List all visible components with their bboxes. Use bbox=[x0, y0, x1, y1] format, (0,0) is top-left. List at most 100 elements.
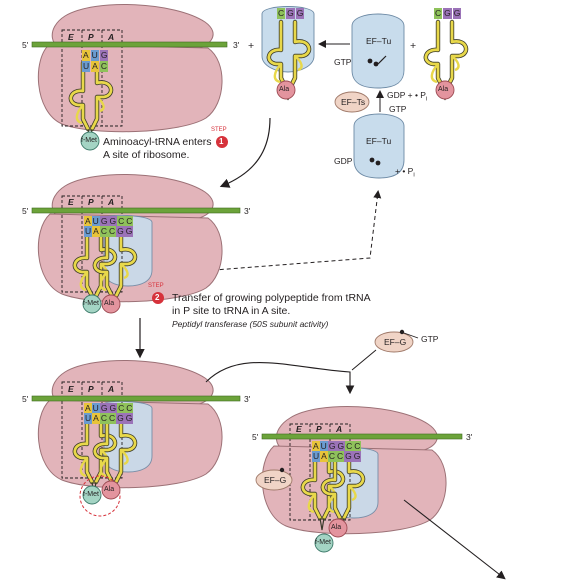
ef-tu-label-gdp: EF–Tu bbox=[366, 136, 392, 146]
anticodon-base: G bbox=[344, 451, 353, 462]
anticodon-base: A bbox=[92, 413, 100, 424]
free-trna-anticodon-1: C G G bbox=[277, 8, 305, 19]
large-subunit bbox=[51, 4, 214, 53]
step-2-number: 2 bbox=[155, 293, 160, 302]
gdp-pi-text: GDP + • P bbox=[387, 90, 426, 100]
codon-base: G bbox=[99, 216, 109, 227]
anticodon-base: G bbox=[443, 8, 452, 19]
small-subunit bbox=[37, 43, 223, 133]
pi-text: + • P bbox=[395, 166, 414, 176]
gtp-label-ef-g: GTP bbox=[421, 334, 439, 344]
codon-base: U bbox=[91, 403, 100, 414]
step-2-note: Peptidyl transferase (50S subunit activi… bbox=[172, 319, 329, 329]
mrna-3-prime-label-4: 3' bbox=[466, 432, 473, 442]
anticodon-base: A bbox=[91, 61, 99, 72]
anticodon-base: U bbox=[312, 451, 321, 462]
mrna-strand bbox=[31, 41, 228, 48]
ef-ts-shape bbox=[334, 91, 370, 113]
mrna-codon-row-1: A U G bbox=[82, 50, 109, 61]
ef-ts-label: EF–Ts bbox=[341, 97, 366, 107]
codon-base: U bbox=[319, 441, 328, 452]
fmet-label-3: f-Met bbox=[83, 491, 99, 498]
arrow-ef-tu-recycle bbox=[149, 190, 382, 276]
ala-label-4: Ala bbox=[331, 524, 342, 531]
anticodon-base: C bbox=[327, 451, 336, 462]
mrna-5-prime-label-2: 5' bbox=[22, 206, 29, 216]
anticodon-base: U bbox=[84, 226, 93, 237]
arrow-step-1 bbox=[219, 117, 271, 188]
free-aminoacyl-trna bbox=[426, 22, 466, 100]
ef-g-label-bound: EF–G bbox=[264, 475, 287, 485]
codon-base: G bbox=[336, 441, 346, 452]
fmet-residue bbox=[80, 131, 100, 151]
anticodon-base: C bbox=[277, 8, 286, 19]
plus-sign-1: + bbox=[248, 40, 255, 52]
anticodon-base: C bbox=[107, 226, 117, 237]
ef-tu-gtp-shape bbox=[351, 13, 405, 89]
anticodon-base: G bbox=[124, 226, 134, 237]
ef-tu-label-gtp: EF–Tu bbox=[366, 36, 392, 46]
ribosome-panel-3 bbox=[31, 360, 241, 517]
gdp-pi-label-top: GDP + • Pi bbox=[387, 90, 427, 106]
codon-base: G bbox=[99, 403, 109, 414]
codon-base: A bbox=[312, 441, 320, 452]
step-2-line-1: Transfer of growing polypeptide from tRN… bbox=[172, 292, 371, 304]
codon-base: U bbox=[90, 50, 99, 61]
pi-subscript: i bbox=[413, 172, 415, 179]
mrna-3-prime-label-3: 3' bbox=[244, 394, 251, 404]
step-2-badge bbox=[152, 292, 164, 304]
arrow-to-panel-4 bbox=[205, 361, 355, 395]
step-1-badge bbox=[216, 136, 228, 148]
ala-label-3: Ala bbox=[104, 486, 115, 493]
anticodon-row-4: U A C C G G bbox=[312, 451, 362, 462]
site-p-label-2: P bbox=[88, 197, 94, 207]
pi-subscript: i bbox=[425, 96, 428, 103]
site-p-label-1: P bbox=[88, 32, 94, 42]
arrow-continue bbox=[403, 499, 506, 580]
anticodon-base: G bbox=[124, 413, 134, 424]
plus-sign-2: + bbox=[410, 40, 417, 52]
codon-base: A bbox=[84, 216, 92, 227]
mrna-3-prime-label-1: 3' bbox=[233, 40, 240, 50]
mrna-5-prime-label-4: 5' bbox=[252, 432, 259, 442]
codon-base: C bbox=[345, 441, 354, 452]
anticodon-base: C bbox=[434, 8, 443, 19]
fmet-label-4: f-Met bbox=[315, 539, 331, 546]
fmet-label-1: f-Met bbox=[81, 137, 97, 144]
anticodon-row-1: U A C bbox=[82, 61, 108, 72]
step-1-line-2: A site of ribosome. bbox=[103, 149, 190, 161]
gtp-label-1: GTP bbox=[334, 57, 352, 67]
site-e-label-1: E bbox=[68, 32, 74, 42]
anticodon-base: C bbox=[99, 61, 108, 72]
codon-base: A bbox=[84, 403, 92, 414]
step-1-tag: STEP bbox=[211, 127, 227, 133]
step-2-tag: STEP bbox=[148, 283, 164, 289]
step-2-line-2: in P site to tRNA in A site. bbox=[172, 305, 291, 317]
mrna-3-prime-label-2: 3' bbox=[244, 206, 251, 216]
site-e-label-2: E bbox=[68, 197, 74, 207]
aminoacyl-trna-complex bbox=[261, 6, 315, 101]
ala-label-top: Ala bbox=[279, 86, 290, 93]
ef-g-bound-shape bbox=[255, 469, 293, 491]
anticodon-row-3: U A C C G G bbox=[84, 413, 134, 424]
site-e-label-3: E bbox=[68, 384, 74, 394]
codon-base: C bbox=[353, 441, 362, 452]
ribosome-panel-1 bbox=[31, 4, 228, 151]
codon-base: C bbox=[125, 403, 134, 414]
mrna-5-prime-label-1: 5' bbox=[22, 40, 29, 50]
anticodon-base: A bbox=[320, 451, 328, 462]
step-1-line-1: Aminoacyl-tRNA enters bbox=[103, 136, 212, 148]
anticodon-row-2: U A C C G G bbox=[84, 226, 134, 237]
mrna-codon-row-2: A U G G C C bbox=[84, 216, 134, 227]
anticodon-base: C bbox=[99, 226, 108, 237]
codon-base: C bbox=[117, 403, 126, 414]
anticodon-base: C bbox=[99, 413, 108, 424]
ala-residue-top bbox=[276, 80, 296, 100]
ef-g-free-shape bbox=[374, 331, 414, 353]
gtp-bead-1 bbox=[367, 58, 373, 64]
codon-base: G bbox=[108, 216, 118, 227]
anticodon-base: C bbox=[335, 451, 345, 462]
site-a-label-1: A bbox=[108, 32, 115, 42]
step-1-number: 1 bbox=[219, 137, 224, 146]
